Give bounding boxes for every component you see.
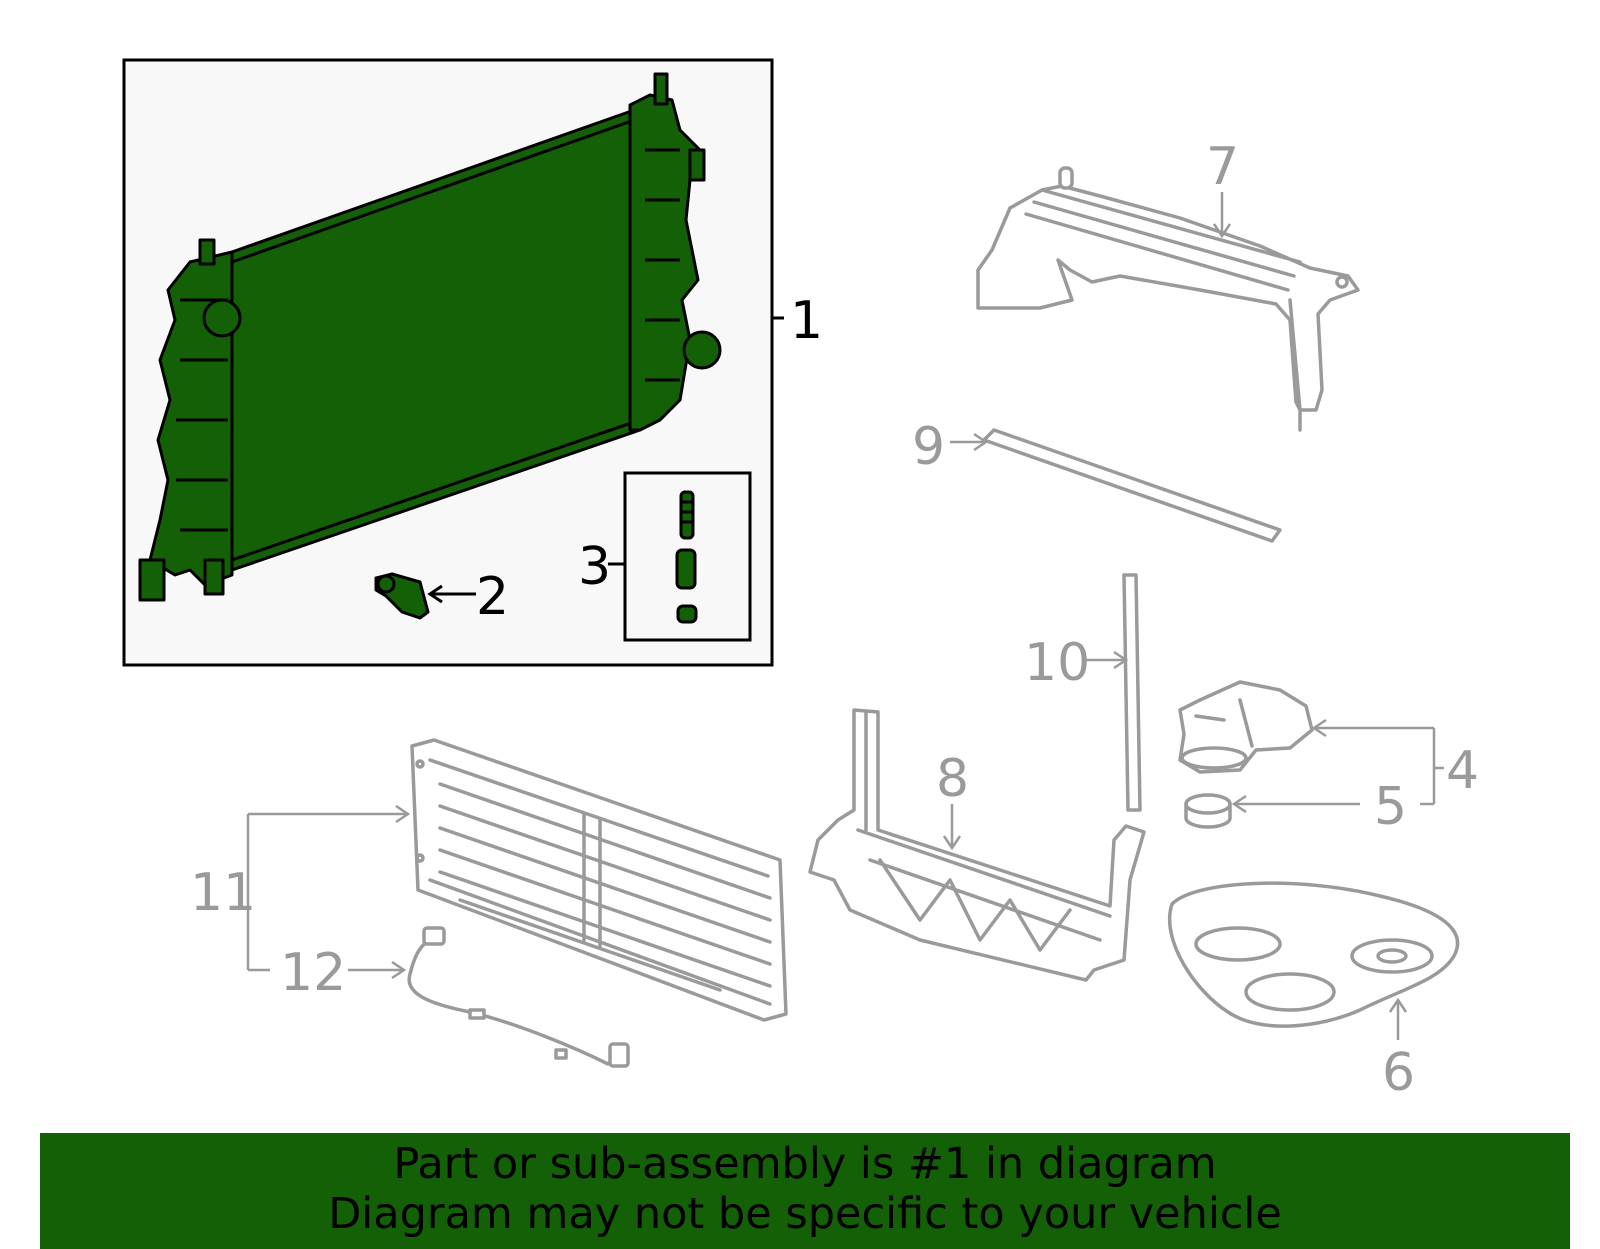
- shield-plate-part-6[interactable]: [1168, 881, 1460, 1028]
- callout-2: 2: [476, 567, 509, 627]
- callout-6: 6: [1382, 1043, 1415, 1103]
- callout-12: 12: [280, 943, 346, 1003]
- air-deflector-part-8[interactable]: [808, 708, 1146, 982]
- callout-4: 4: [1446, 741, 1479, 801]
- callout-7: 7: [1206, 137, 1239, 197]
- upper-bracket-part-7[interactable]: [976, 166, 1360, 432]
- vertical-seal-part-10[interactable]: [1122, 573, 1142, 812]
- callout-11: 11: [190, 863, 256, 923]
- callout-8: 8: [936, 749, 969, 809]
- info-banner: Part or sub-assembly is #1 in diagram Di…: [40, 1133, 1570, 1249]
- wiring-harness-part-12[interactable]: [407, 926, 630, 1068]
- callout-5: 5: [1374, 777, 1407, 837]
- shutter-assembly-part-11[interactable]: [410, 738, 788, 1022]
- banner-line-1: Part or sub-assembly is #1 in diagram: [393, 1139, 1217, 1189]
- callout-3: 3: [578, 537, 611, 597]
- seal-strip-part-9[interactable]: [982, 428, 1282, 543]
- drain-plug-part-2[interactable]: [374, 572, 430, 620]
- callout-10: 10: [1024, 633, 1090, 693]
- grommet-part-5[interactable]: [1184, 793, 1232, 829]
- radiator-part-1[interactable]: [138, 72, 722, 602]
- mount-bracket-part-4[interactable]: [1178, 680, 1314, 774]
- banner-line-2: Diagram may not be specific to your vehi…: [328, 1189, 1282, 1239]
- small-parts-part-3[interactable]: [675, 490, 698, 624]
- callout-9: 9: [912, 417, 945, 477]
- callout-1: 1: [790, 291, 823, 351]
